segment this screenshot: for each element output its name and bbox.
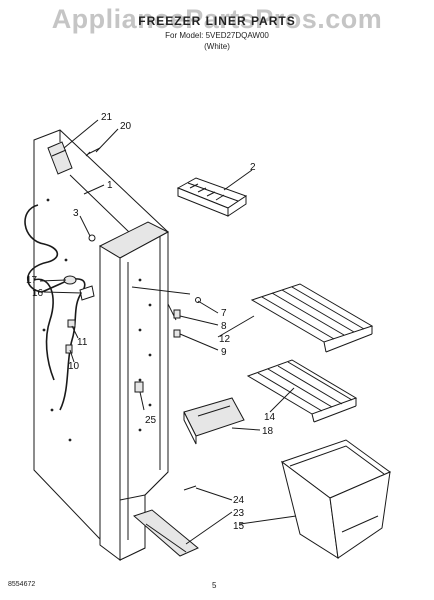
callout-20: 20 [120, 121, 132, 132]
callout-23: 23 [233, 508, 245, 519]
part-25 [134, 381, 144, 393]
watermark-text: AppliancePartsPros.com [51, 4, 383, 34]
drawing-code: 8554672 [8, 581, 36, 588]
callout-labels: 21 20 1 2 3 17 16 11 10 7 8 12 9 14 18 2… [26, 112, 276, 532]
wire-shelf-upper [250, 283, 374, 353]
callout-25: 25 [145, 415, 157, 426]
callout-1: 1 [107, 180, 113, 191]
callout-12: 12 [219, 334, 231, 345]
shelf-18 [183, 397, 245, 445]
screw-20 [85, 147, 101, 157]
callout-2: 2 [250, 162, 256, 173]
diagram-title: FREEZER LINER PARTS [138, 14, 296, 28]
callout-17: 17 [26, 275, 38, 286]
freezer-bin [280, 439, 392, 559]
callout-24: 24 [233, 495, 245, 506]
callout-21: 21 [101, 112, 113, 123]
thermostat-parts [63, 234, 96, 354]
callout-18: 18 [262, 426, 274, 437]
tubing [24, 204, 86, 411]
liner-screws [42, 198, 152, 442]
leader-lines [39, 119, 297, 545]
shelf-brackets [131, 286, 201, 338]
callout-11: 11 [77, 337, 88, 348]
diagram-header: AppliancePartsPros.com FREEZER LINER PAR… [0, 0, 434, 72]
diagram-color-note: (White) [204, 42, 230, 51]
callout-16: 16 [32, 288, 44, 299]
callout-9: 9 [221, 347, 227, 358]
callout-3: 3 [73, 208, 79, 219]
freezer-liner [33, 129, 170, 561]
callout-10: 10 [68, 361, 80, 372]
top-bracket [47, 141, 73, 175]
ice-tray [176, 177, 248, 217]
callout-15: 15 [233, 521, 245, 532]
page-number: 5 [212, 581, 217, 590]
callout-14: 14 [264, 412, 276, 423]
wire-shelf-lower [246, 359, 358, 423]
callout-7: 7 [221, 308, 227, 319]
callout-8: 8 [221, 321, 227, 332]
diagram-subtitle: For Model: 5VED27DQAW00 [165, 31, 269, 40]
bottom-bracket [133, 485, 199, 557]
